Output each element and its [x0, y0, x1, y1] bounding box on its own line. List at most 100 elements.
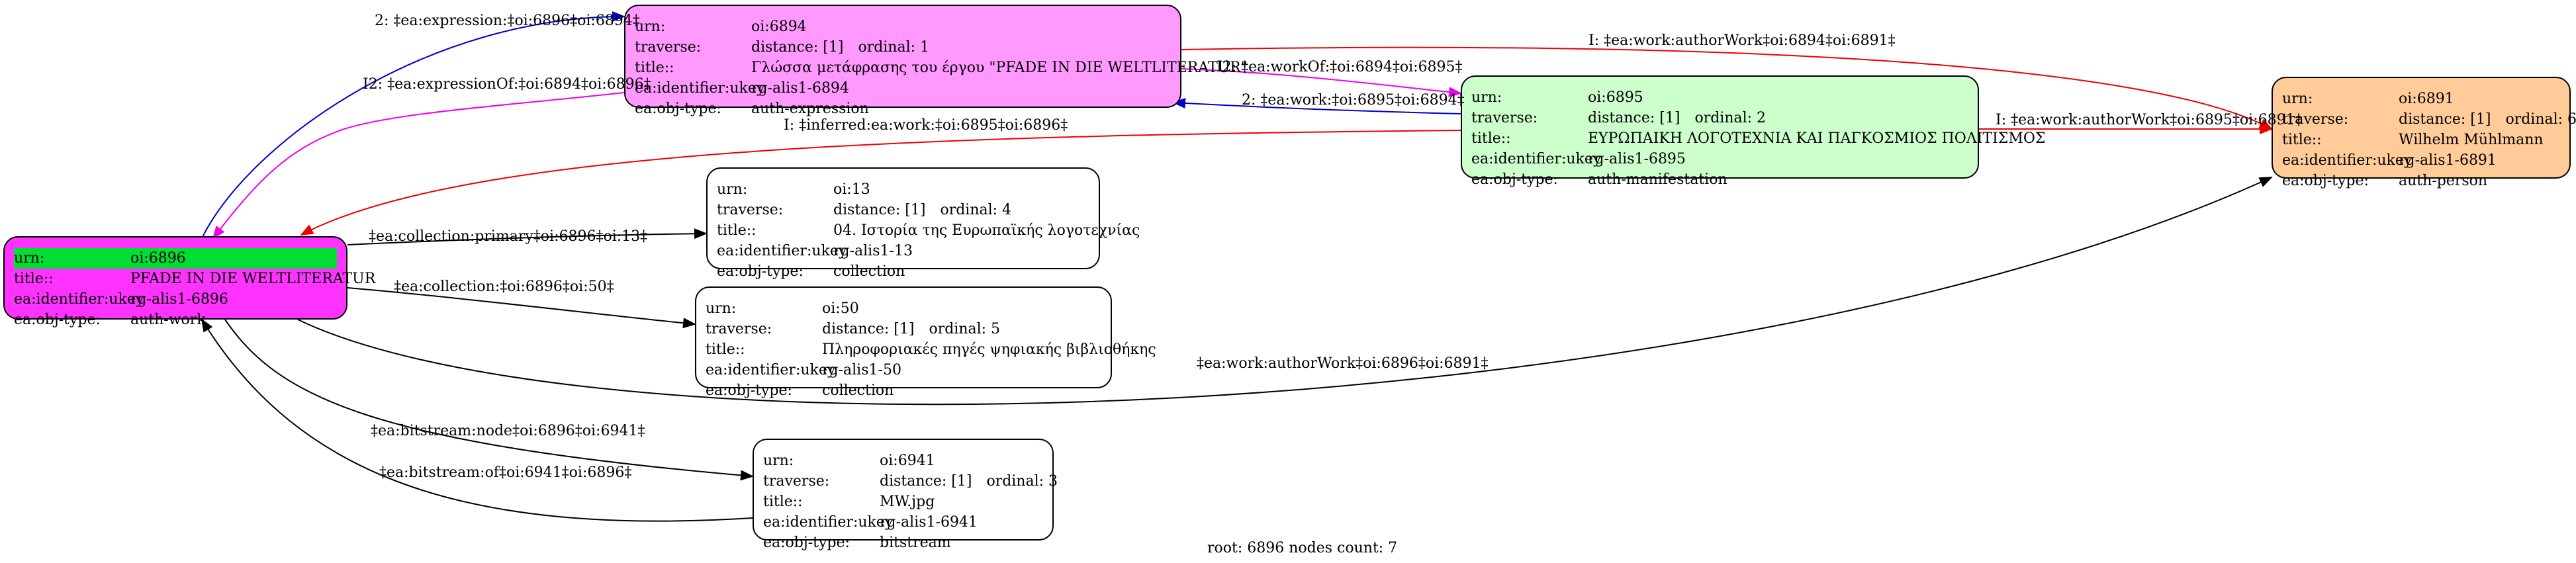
node-6941-distance: distance: [1]: [880, 473, 972, 490]
node-13-ukey: rg-alis1-13: [833, 243, 913, 259]
edge-label-e6: I: ‡inferred:ea:work:‡oi:6895‡oi:6896‡: [784, 117, 1068, 134]
node-6941-ukey: rg-alis1-6941: [880, 514, 978, 531]
edge-label-e3: I: ‡ea:work:authorWork‡oi:6894‡oi:6891‡: [1588, 32, 1896, 49]
node-6895-title-label: title::: [1471, 130, 1511, 147]
node-root-ukey: rg-alis1-6896: [130, 291, 228, 308]
node-6941-traverse-row: traverse: distance: [1] ordinal: 3: [763, 471, 1058, 492]
node-6895-ukey-label: ea:identifier:ukey: [1471, 151, 1602, 167]
edge-label-e8: ‡ea:collection:primary‡oi:6896‡oi:13‡: [369, 228, 648, 245]
node-6894-ukey-label: ea:identifier:ukey: [635, 80, 765, 97]
node-13-type-row: ea:obj-type:collection: [717, 261, 1089, 282]
node-13-urn-row: urn: oi:13: [717, 179, 1089, 200]
node-50-type-row: ea:obj-type: collection: [706, 380, 1101, 401]
node-6941-title-row: title::MW.jpg: [763, 492, 1043, 512]
node-50-type-label: ea:obj-type:: [706, 382, 792, 399]
node-root-ukey-label: ea:identifier:ukey: [14, 291, 144, 308]
edge-label-e12: ‡ea:bitstream:of‡oi:6941‡oi:6896‡: [379, 464, 632, 481]
edge-e2: [212, 92, 625, 239]
node-6891-type-row: ea:obj-type:auth-person: [2282, 171, 2560, 191]
node-6891-traverse-row: traverse:distance: [1]ordinal: 6: [2282, 109, 2576, 130]
node-6895-title: ΕΥΡΩΠΑΙΚΗ ΛΟΓΟΤΕΧΝΙΑ ΚΑΙ ΠΑΓΚΟΣΜΙΟΣ ΠΟΛΙ…: [1588, 130, 2046, 147]
node-root-title-label: title::: [14, 271, 54, 287]
edge-label-e2: I2: ‡ea:expressionOf:‡oi:6894‡oi:6896‡: [363, 76, 651, 93]
node-13-ukey-label: ea:identifier:ukey: [717, 243, 847, 259]
node-6891-title-row: title::Wilhelm Mühlmann: [2282, 130, 2560, 150]
node-6891-ordinal: ordinal: 6: [2505, 111, 2576, 128]
node-6891-ukey: rg-alis1-6891: [2399, 152, 2497, 169]
node-6891-urn-row: urn:oi:6891: [2282, 89, 2560, 109]
edge-label-e4: I2: ‡ea:workOf:‡oi:6894‡oi:6895‡: [1217, 59, 1463, 75]
node-6894[interactable]: urn:oi:6894 traverse:distance: [1]ordina…: [624, 5, 1248, 117]
node-6894-type-label: ea:obj-type:: [635, 101, 721, 117]
node-50-traverse-row: traverse:distance: [1]ordinal: 5: [706, 319, 1101, 339]
edge-e5: [1172, 98, 1461, 114]
node-13-urn: oi:13: [833, 181, 870, 198]
node-50-title-row: title::Πληροφοριακές πηγές ψηφιακής βιβλ…: [706, 339, 1156, 360]
edge-label-e7: I: ‡ea:work:authorWork‡oi:6895‡oi:6891‡: [1996, 112, 2303, 128]
node-6895-type-label: ea:obj-type:: [1471, 171, 1558, 188]
node-root-type-row: ea:obj-type: auth-work: [14, 310, 337, 330]
node-6941-title-label: title::: [763, 494, 803, 510]
node-13[interactable]: urn: oi:13 traverse:distance: [1]ordinal:…: [706, 167, 1140, 280]
node-6894-title-row: title::Γλώσσα μετάφρασης του έργου "PFAD…: [635, 58, 1248, 78]
node-6894-type-row: ea:obj-type: auth-expression: [635, 99, 1171, 119]
node-50-type: collection: [822, 382, 894, 399]
node-6895-traverse-row: traverse:distance: [1]ordinal: 2: [1471, 108, 1968, 128]
node-6941-urn-row: urn:oi:6941: [763, 451, 1043, 471]
node-root-title-row: title::PFADE IN DIE WELTLITERATUR: [14, 269, 375, 289]
node-6941[interactable]: urn:oi:6941 traverse: distance: [1] ordina…: [753, 439, 1058, 551]
node-6895-type: auth-manifestation: [1588, 171, 1727, 188]
node-6894-traverse-label: traverse:: [635, 39, 702, 56]
edge-label-e9: ‡ea:collection:‡oi:6896‡oi:50‡: [394, 279, 614, 295]
node-6894-title-label: title::: [635, 60, 674, 76]
node-13-traverse-row: traverse:distance: [1]ordinal: 4: [717, 200, 1089, 220]
node-root[interactable]: urn: oi:6896 title::PFADE IN DIE WELTLITE…: [3, 236, 375, 328]
node-6941-traverse-label: traverse:: [763, 473, 830, 490]
node-50-distance: distance: [1]: [822, 321, 915, 337]
node-root-urn-label: urn:: [14, 250, 45, 267]
edge-label-e11: ‡ea:bitstream:node‡oi:6896‡oi:6941‡: [371, 423, 645, 439]
node-50-urn: oi:50: [822, 300, 859, 317]
node-6941-ukey-label: ea:identifier:ukey: [763, 514, 894, 531]
node-13-distance: distance: [1]: [833, 202, 926, 218]
node-6941-type: bitstream: [880, 535, 951, 551]
node-50-title: Πληροφοριακές πηγές ψηφιακής βιβλιοθήκης: [822, 341, 1156, 358]
edge-e12: [201, 318, 753, 522]
edge-e3: [1181, 46, 2273, 130]
edge-label-e1: 2: ‡ea:expression:‡oi:6896‡oi:6894‡: [375, 13, 640, 29]
node-13-title: 04. Ιστορία της Ευρωπαϊκής λογοτεχνίας: [833, 222, 1140, 239]
node-50[interactable]: urn:oi:50 traverse:distance: [1]ordinal:…: [695, 286, 1156, 399]
node-6895-urn-row: urn:oi:6895: [1471, 87, 1968, 108]
node-root-type-label: ea:obj-type:: [14, 312, 101, 328]
node-6895-ukey: rg-alis1-6895: [1588, 151, 1686, 167]
edge-label-e10: ‡ea:work:authorWork‡oi:6896‡oi:6891‡: [1197, 355, 1489, 372]
node-6894-urn-label: urn:: [635, 19, 666, 35]
node-6891-ukey-label: ea:identifier:ukey: [2282, 152, 2413, 169]
node-13-type: collection: [833, 263, 905, 280]
node-6941-type-label: ea:obj-type:: [763, 535, 850, 551]
edge-e9: [347, 287, 696, 329]
node-6891-title-label: title::: [2282, 132, 2322, 148]
node-50-urn-row: urn:oi:50: [706, 298, 1101, 319]
node-6895[interactable]: urn:oi:6895 traverse:distance: [1]ordina…: [1461, 75, 2045, 188]
node-6941-type-row: ea:obj-type: bitstream: [763, 533, 1043, 553]
node-6894-distance: distance: [1]: [751, 39, 844, 56]
node-6895-urn: oi:6895: [1588, 89, 1643, 106]
node-6891-distance: distance: [1]: [2399, 111, 2491, 128]
node-50-ordinal: ordinal: 5: [929, 321, 1001, 337]
node-6894-title: Γλώσσα μετάφρασης του έργου "PFADE IN DI…: [751, 60, 1248, 76]
node-6891-title: Wilhelm Mühlmann: [2399, 132, 2544, 148]
node-6941-ordinal: ordinal: 3: [986, 473, 1058, 490]
node-root-type: auth-work: [130, 312, 206, 328]
node-13-urn-label: urn:: [717, 181, 748, 198]
edge-label-e5: 2: ‡ea:work:‡oi:6895‡oi:6894‡: [1242, 92, 1465, 108]
node-50-ukey: rg-alis1-50: [822, 362, 901, 378]
node-root-urn: oi:6896: [130, 250, 186, 267]
node-6891[interactable]: urn:oi:6891 traverse:distance: [1]ordina…: [2272, 77, 2576, 189]
node-6894-type: auth-expression: [751, 101, 869, 117]
